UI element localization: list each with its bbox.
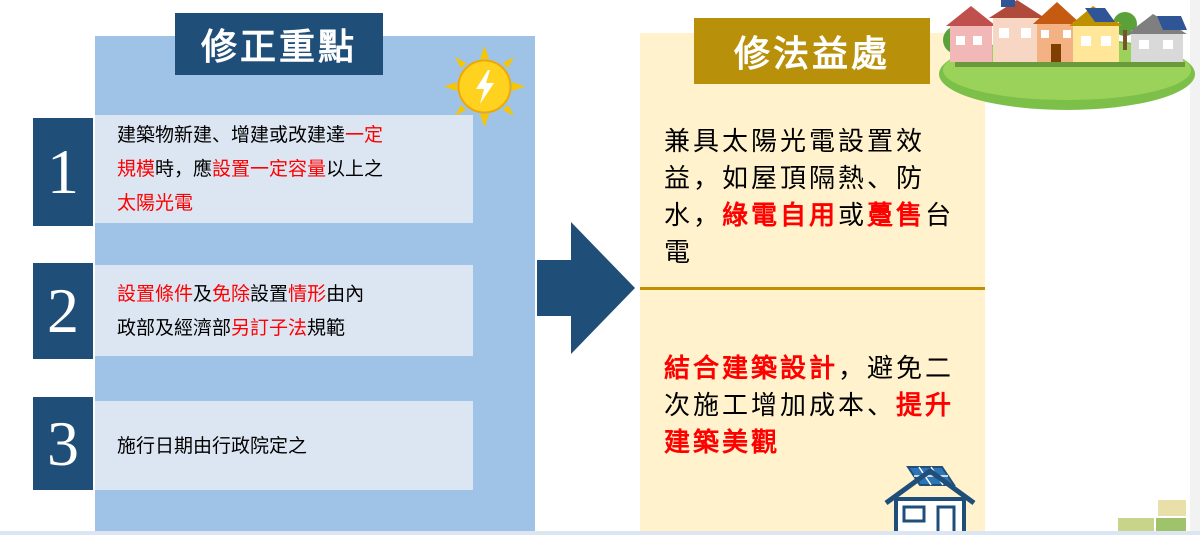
emphasis-text: 提升 <box>896 391 955 421</box>
body-text: ，避免二 <box>838 354 955 384</box>
body-text: 及 <box>193 282 213 305</box>
emphasis-text: 建築美觀 <box>664 428 781 458</box>
emphasis-text: 綠電自用 <box>722 201 839 231</box>
text-line: 結合建築設計，避免二 <box>664 351 964 388</box>
right-panel <box>640 33 985 535</box>
body-text: 台 <box>925 201 955 231</box>
item-number-1: 1 <box>33 118 93 226</box>
sun-lightning-icon <box>444 46 525 127</box>
emphasis-text: 躉售 <box>867 201 926 231</box>
benefit-2: 結合建築設計，避免二次施工增加成本、提升建築美觀 <box>664 351 964 462</box>
left-title: 修正重點 <box>175 13 383 75</box>
emphasis-text: 免除 <box>212 282 251 305</box>
right-title: 修法益處 <box>694 18 930 84</box>
text-line: 規模時，應設置一定容量以上之 <box>117 152 383 186</box>
body-text: 建築物新建、增建或改建達 <box>117 124 346 146</box>
body-text: 水， <box>664 201 723 231</box>
text-line: 益，如屋頂隔熱、防 <box>664 161 964 198</box>
emphasis-text: 設置條件 <box>117 282 194 305</box>
item-text-3: 施行日期由行政院定之 <box>95 401 473 490</box>
item-text-2: 設置條件及免除設置情形由內政部及經濟部另訂子法規範 <box>95 265 473 356</box>
body-text: 以上之 <box>326 158 384 180</box>
text-line: 次施工增加成本、提升 <box>664 388 964 425</box>
body-text: 次施工增加成本、 <box>664 391 897 421</box>
body-text: 兼具太陽光電設置效 <box>664 127 926 157</box>
text-line: 水，綠電自用或躉售台 <box>664 198 964 235</box>
text-line: 建築物新建、增建或改建達一定 <box>117 118 383 152</box>
body-text: 規範 <box>307 316 346 339</box>
bottom-strip <box>0 531 1200 535</box>
solar-house-icon <box>884 466 976 535</box>
benefit-1: 兼具太陽光電設置效益，如屋頂隔熱、防水，綠電自用或躉售台電 <box>664 124 964 272</box>
right-edge-strip <box>1190 0 1200 535</box>
body-text: 施行日期由行政院定之 <box>117 434 308 457</box>
emphasis-text: 規模 <box>117 158 156 180</box>
text-line: 兼具太陽光電設置效 <box>664 124 964 161</box>
decorative-blocks <box>1118 500 1186 535</box>
text-line: 施行日期由行政院定之 <box>117 429 307 463</box>
body-text: 電 <box>664 238 694 268</box>
text-line: 太陽光電 <box>117 186 383 220</box>
body-text: 設置 <box>250 282 289 305</box>
text-line: 電 <box>664 235 964 272</box>
body-text: 由內 <box>326 282 365 305</box>
text-line: 政部及經濟部另訂子法規範 <box>117 311 364 345</box>
item-text-1: 建築物新建、增建或改建達一定規模時，應設置一定容量以上之太陽光電 <box>95 115 473 223</box>
item-number-2: 2 <box>33 263 93 359</box>
item-number-3: 3 <box>33 397 93 490</box>
solar-houses-illustration <box>939 0 1195 110</box>
text-line: 設置條件及免除設置情形由內 <box>117 277 364 311</box>
emphasis-text: 另訂子法 <box>231 316 308 339</box>
body-text: 或 <box>838 201 868 231</box>
emphasis-text: 一定 <box>345 124 384 146</box>
text-line: 建築美觀 <box>664 425 964 462</box>
body-text: 益，如屋頂隔熱、防 <box>664 164 926 194</box>
emphasis-text: 太陽光電 <box>117 192 194 214</box>
divider <box>640 287 985 290</box>
right-arrow-icon <box>537 222 635 354</box>
emphasis-text: 設置一定容量 <box>212 158 327 180</box>
emphasis-text: 情形 <box>288 282 327 305</box>
body-text: 時，應 <box>155 158 213 180</box>
body-text: 政部及經濟部 <box>117 316 232 339</box>
emphasis-text: 結合建築設計 <box>664 354 839 384</box>
